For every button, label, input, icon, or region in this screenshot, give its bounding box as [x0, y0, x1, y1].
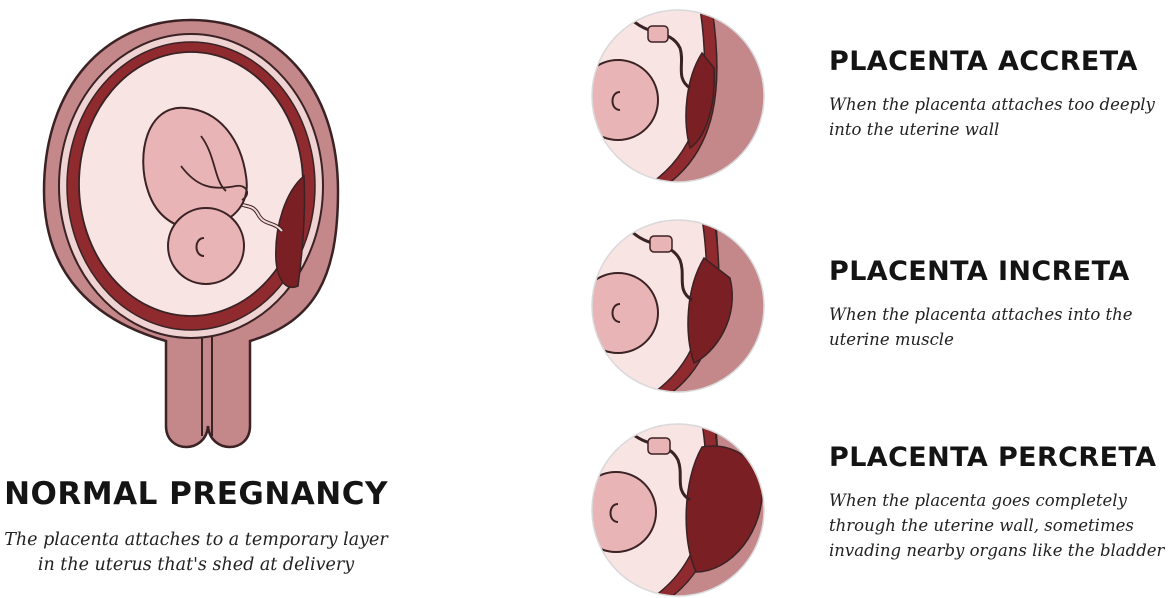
fetus-head [168, 208, 244, 284]
placenta-accreta-illustration [590, 8, 766, 184]
placenta-increta-title: PLACENTA INCRETA [829, 256, 1130, 287]
placenta-accreta-title: PLACENTA ACCRETA [829, 46, 1138, 77]
placenta-increta-illustration [590, 218, 766, 394]
normal-pregnancy-title: NORMAL PREGNANCY [0, 476, 392, 512]
placenta-percreta-illustration [590, 422, 766, 598]
placenta-percreta-title: PLACENTA PERCRETA [829, 442, 1156, 473]
placenta-percreta-description: When the placenta goes completely throug… [829, 488, 1169, 563]
placenta-accreta-description: When the placenta attaches too deeply in… [829, 92, 1169, 142]
normal-pregnancy-description: The placenta attaches to a temporary lay… [0, 528, 392, 578]
placenta-increta-description: When the placenta attaches into the uter… [829, 302, 1169, 352]
normal-pregnancy-illustration [36, 16, 346, 458]
